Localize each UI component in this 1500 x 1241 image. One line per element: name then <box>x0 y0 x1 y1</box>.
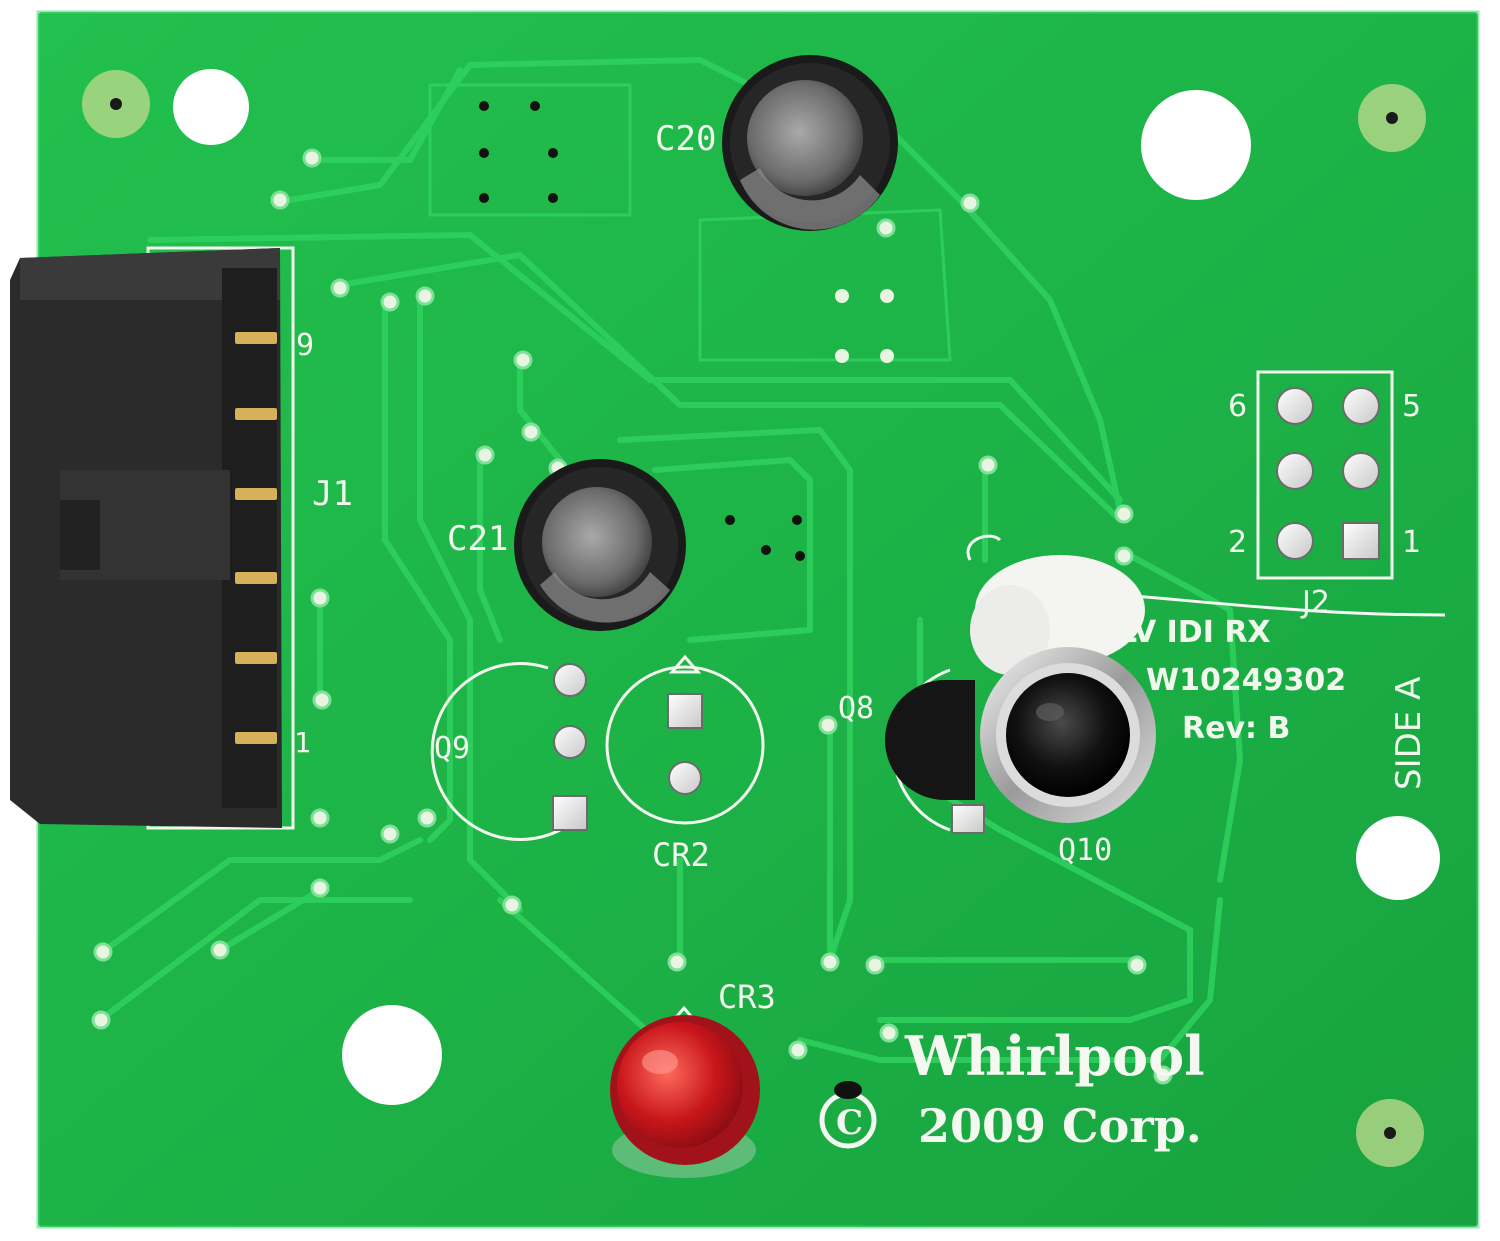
label-cr3: CR3 <box>718 978 776 1016</box>
ir-receiver-q10 <box>980 647 1156 823</box>
board-name: LV IDI RX <box>1118 615 1271 650</box>
label-j1-pin-last: 9 <box>296 328 314 363</box>
transistor-q8 <box>884 668 985 834</box>
led-cr3 <box>610 1005 760 1178</box>
transistor-q9 <box>430 662 588 841</box>
connector-j1 <box>10 246 295 830</box>
label-q8: Q8 <box>838 691 874 726</box>
copyright-mark <box>819 1081 877 1149</box>
copyright-symbol-letter: C <box>836 1103 863 1143</box>
brand-logo: Whirlpool <box>904 1024 1205 1088</box>
label-j1: J1 <box>312 474 353 514</box>
label-j2: J2 <box>1300 585 1330 620</box>
mounting-holes <box>173 69 1440 1105</box>
label-q10: Q10 <box>1058 833 1112 868</box>
label-c20: C20 <box>655 119 716 159</box>
white-wire <box>966 534 1446 675</box>
pcb-board <box>38 12 1478 1227</box>
copyright-line: 2009 Corp. <box>918 1099 1202 1153</box>
capacitor-c21 <box>514 459 686 631</box>
capacitor-c20 <box>722 55 898 231</box>
revision: Rev: B <box>1182 711 1290 746</box>
mounting-hole <box>342 1005 442 1105</box>
label-j2-pin-5: 5 <box>1402 389 1421 424</box>
mounting-hole <box>173 69 249 145</box>
vias <box>91 148 1173 1085</box>
label-c21: C21 <box>447 519 508 559</box>
mounting-hole <box>1141 90 1251 200</box>
side-label: SIDE A <box>1389 677 1429 790</box>
label-j1-pin-first: 1 <box>294 726 311 759</box>
part-number: W10249302 <box>1146 663 1346 698</box>
corner-pads <box>82 70 1426 1167</box>
diode-cr2 <box>605 654 765 825</box>
label-j2-pin-2: 2 <box>1228 525 1247 560</box>
copper-traces <box>97 57 1243 1063</box>
header-j2 <box>1256 370 1394 580</box>
drill-holes <box>479 101 894 561</box>
label-q9: Q9 <box>434 731 470 766</box>
label-j2-pin-6: 6 <box>1228 389 1247 424</box>
mounting-hole <box>1356 816 1440 900</box>
label-j2-pin-1: 1 <box>1402 525 1421 560</box>
label-cr2: CR2 <box>652 836 710 874</box>
